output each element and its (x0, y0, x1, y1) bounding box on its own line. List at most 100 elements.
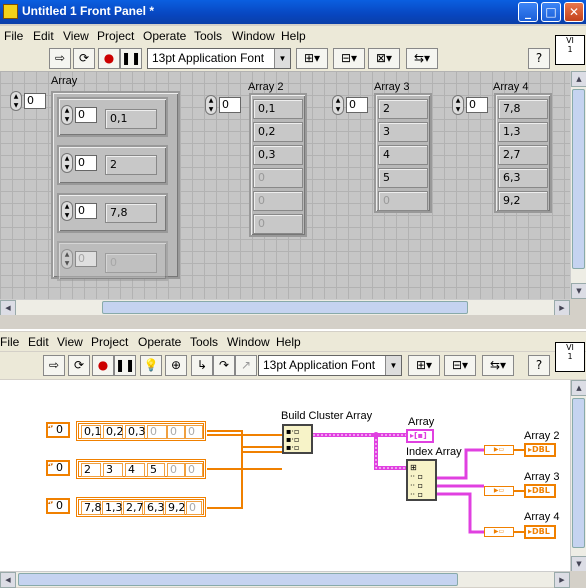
bd-vertical-scrollbar[interactable]: ▲ ▼ (570, 380, 586, 572)
const1-index[interactable]: 0 (46, 422, 70, 438)
run-continuously-icon[interactable]: ⟳ (73, 48, 95, 69)
increment-icon[interactable]: ▲▼ (205, 95, 217, 115)
close-button[interactable]: ✕ (564, 2, 584, 22)
build-cluster-array-node[interactable]: ▪·▫▪·▫▪·▫ (282, 424, 313, 454)
array4-element[interactable]: 6,3 (498, 168, 548, 188)
const-element[interactable]: 0 (186, 501, 202, 515)
index-array-node[interactable]: ⊞·· ▫·· ▫·· ▫ (406, 459, 437, 501)
wire-cluster[interactable] (437, 448, 484, 480)
resize-objects-icon[interactable]: ⊠▾ (368, 48, 400, 69)
const-element[interactable]: 0,1 (81, 425, 102, 439)
increment-icon[interactable]: ▲▼ (10, 91, 22, 111)
const-element[interactable]: 0,2 (103, 425, 124, 439)
reorder-icon[interactable]: ⇆▾ (406, 48, 438, 69)
const2-index[interactable]: 0 (46, 460, 70, 476)
scroll-right-icon[interactable]: ▶ (554, 300, 570, 316)
array3-element[interactable]: 3 (378, 122, 428, 142)
menu-operate[interactable]: Operate (143, 29, 187, 43)
const-element[interactable]: 2 (81, 463, 101, 477)
run-arrow-icon[interactable]: ⇨ (49, 48, 71, 69)
menu-tools[interactable]: Tools (190, 335, 219, 349)
const-element[interactable]: 1,3 (102, 501, 123, 515)
const-element[interactable]: 6,3 (144, 501, 165, 515)
array2-indicator[interactable]: ▸DBL (524, 443, 556, 457)
increment-icon[interactable]: ▲▼ (452, 95, 464, 115)
unbundle-icon[interactable]: ▶▭ (484, 527, 514, 537)
run-arrow-icon[interactable]: ⇨ (43, 355, 65, 376)
unbundle-icon[interactable]: ▶▭ (484, 445, 514, 455)
const-element[interactable]: 5 (147, 463, 165, 477)
const-element[interactable]: 0 (167, 425, 185, 439)
menu-file[interactable]: File (4, 29, 24, 43)
menu-help[interactable]: Help (276, 335, 301, 349)
scroll-down-icon[interactable]: ▼ (571, 283, 586, 299)
array2-element[interactable]: 0 (253, 214, 303, 234)
menu-window[interactable]: Window (232, 29, 275, 43)
const-element[interactable]: 0 (185, 463, 203, 477)
abort-icon[interactable]: ● (98, 48, 120, 69)
array2-element[interactable]: 0 (253, 168, 303, 188)
menu-window[interactable]: Window (227, 335, 270, 349)
menu-file[interactable]: File (0, 335, 20, 349)
font-selector[interactable]: 13pt Application Font ▼ (147, 48, 291, 69)
abort-icon[interactable]: ● (92, 355, 114, 376)
array4-element[interactable]: 1,3 (498, 122, 548, 142)
wire-dbl[interactable] (207, 446, 282, 509)
fp-horizontal-scrollbar[interactable]: ◀ ▶ (0, 299, 570, 316)
array2-element[interactable]: 0,2 (253, 122, 303, 142)
increment-icon[interactable]: ▲▼ (61, 105, 73, 125)
scroll-thumb[interactable] (572, 89, 585, 269)
increment-icon[interactable]: ▲▼ (332, 95, 344, 115)
pause-icon[interactable]: ❚❚ (120, 48, 142, 69)
scroll-thumb[interactable] (102, 301, 468, 314)
bd-horizontal-scrollbar[interactable]: ◀ ▶ (0, 571, 570, 588)
cluster-value[interactable]: 0 (105, 253, 157, 273)
array3-element[interactable]: 5 (378, 168, 428, 188)
reorder-icon[interactable]: ⇆▾ (482, 355, 514, 376)
const-element[interactable]: 7,8 (81, 501, 102, 515)
distribute-objects-icon[interactable]: ⊟▾ (444, 355, 476, 376)
step-out-icon[interactable]: ↗ (235, 355, 257, 376)
scroll-thumb[interactable] (572, 398, 585, 548)
const-element[interactable]: 3 (103, 463, 123, 477)
scroll-up-icon[interactable]: ▲ (571, 380, 586, 396)
increment-icon[interactable]: ▲▼ (61, 153, 73, 173)
distribute-objects-icon[interactable]: ⊟▾ (333, 48, 365, 69)
const-element[interactable]: 0 (147, 425, 167, 439)
cluster-value[interactable]: 7,8 (105, 203, 157, 223)
wire-dbl[interactable] (207, 430, 282, 453)
array2-element[interactable]: 0 (253, 191, 303, 211)
const-element[interactable]: 0 (185, 425, 203, 439)
menu-operate[interactable]: Operate (138, 335, 182, 349)
context-help-icon[interactable]: ? (528, 355, 550, 376)
fp-vertical-scrollbar[interactable]: ▲ ▼ (570, 71, 586, 299)
increment-icon[interactable]: ▲▼ (61, 249, 73, 269)
increment-icon[interactable]: ▲▼ (61, 201, 73, 221)
array3-element[interactable]: 4 (378, 145, 428, 165)
scroll-up-icon[interactable]: ▲ (571, 71, 586, 87)
array2-element[interactable]: 0,3 (253, 145, 303, 165)
font-selector[interactable]: 13pt Application Font ▼ (258, 355, 402, 376)
array4-element[interactable]: 7,8 (498, 99, 548, 119)
const2-array[interactable]: 2 3 4 5 0 0 (76, 459, 206, 479)
highlight-execution-icon[interactable]: 💡 (140, 355, 162, 376)
const1-array[interactable]: 0,1 0,2 0,3 0 0 0 (76, 421, 206, 441)
const-element[interactable]: 0,3 (125, 425, 146, 439)
array3-indicator[interactable]: ▸DBL (524, 484, 556, 498)
cluster-value[interactable]: 0,1 (105, 109, 157, 129)
menu-edit[interactable]: Edit (28, 335, 49, 349)
menu-project[interactable]: Project (91, 335, 129, 349)
scroll-left-icon[interactable]: ◀ (0, 300, 16, 316)
const3-array[interactable]: 7,8 1,3 2,7 6,3 9,2 0 (76, 497, 206, 517)
align-objects-icon[interactable]: ⊞▾ (408, 355, 440, 376)
array2-element[interactable]: 0,1 (253, 99, 303, 119)
align-objects-icon[interactable]: ⊞▾ (296, 48, 328, 69)
maximize-button[interactable]: □ (541, 2, 561, 22)
const-element[interactable]: 0 (167, 463, 185, 477)
const-element[interactable]: 9,2 (165, 501, 186, 515)
wire-cluster[interactable] (437, 492, 484, 534)
scroll-right-icon[interactable]: ▶ (554, 572, 570, 588)
menu-project[interactable]: Project (97, 29, 135, 43)
